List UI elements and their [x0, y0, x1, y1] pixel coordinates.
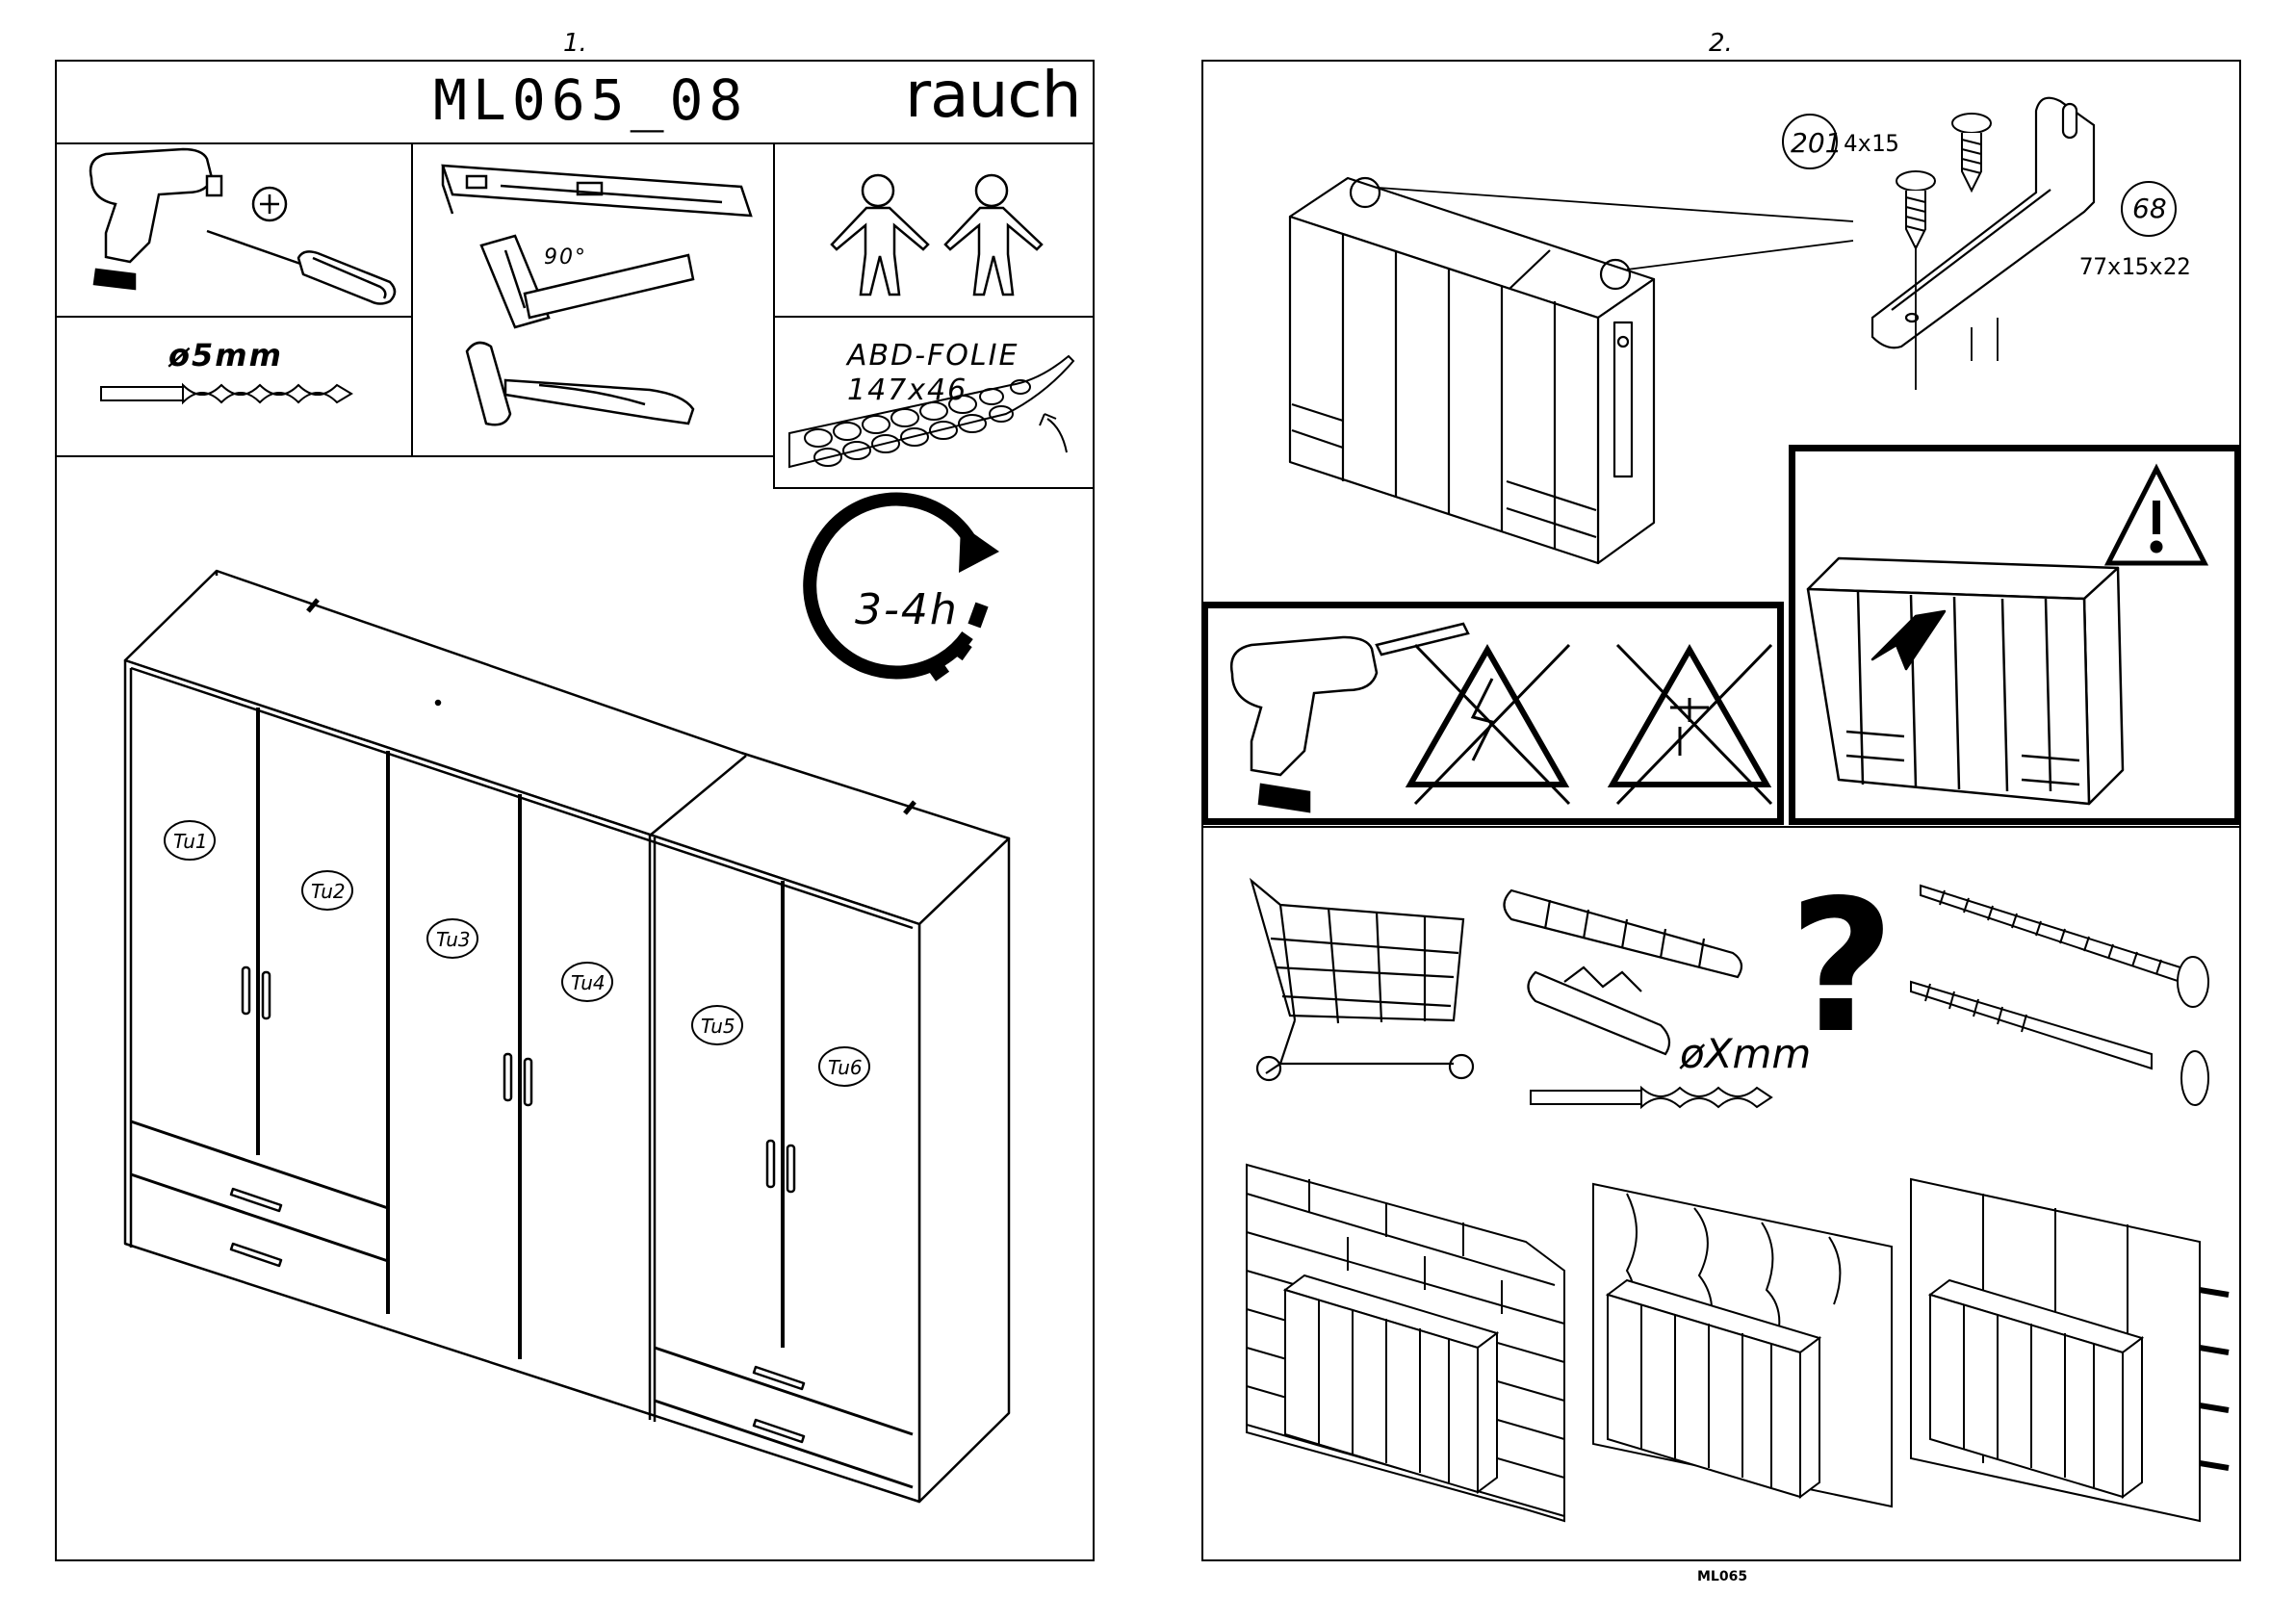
electric-hazard-icon	[1410, 645, 1569, 804]
part-68-number: 68	[2132, 193, 2167, 224]
part-201-size: 4x15	[1844, 130, 1899, 157]
small-wardrobe-drawing	[1290, 178, 1853, 563]
shopping-cart-icon	[1251, 881, 1473, 1080]
warning-icon	[2108, 469, 2205, 563]
drill-bit-icon	[1531, 1088, 1771, 1107]
drill-diameter-label: øXmm	[1680, 1030, 1811, 1077]
water-pipe-hazard-icon	[1612, 645, 1771, 804]
tipping-wardrobe-drawing	[1808, 558, 2123, 804]
screw-icon	[1896, 114, 1991, 248]
screw-long-icon	[1911, 886, 2208, 1105]
footer-code: ML065	[1697, 1569, 1747, 1584]
part-201-number: 201	[1791, 127, 1842, 159]
angle-bracket-icon	[1872, 98, 2094, 390]
part-68-size: 77x15x22	[2079, 253, 2191, 280]
